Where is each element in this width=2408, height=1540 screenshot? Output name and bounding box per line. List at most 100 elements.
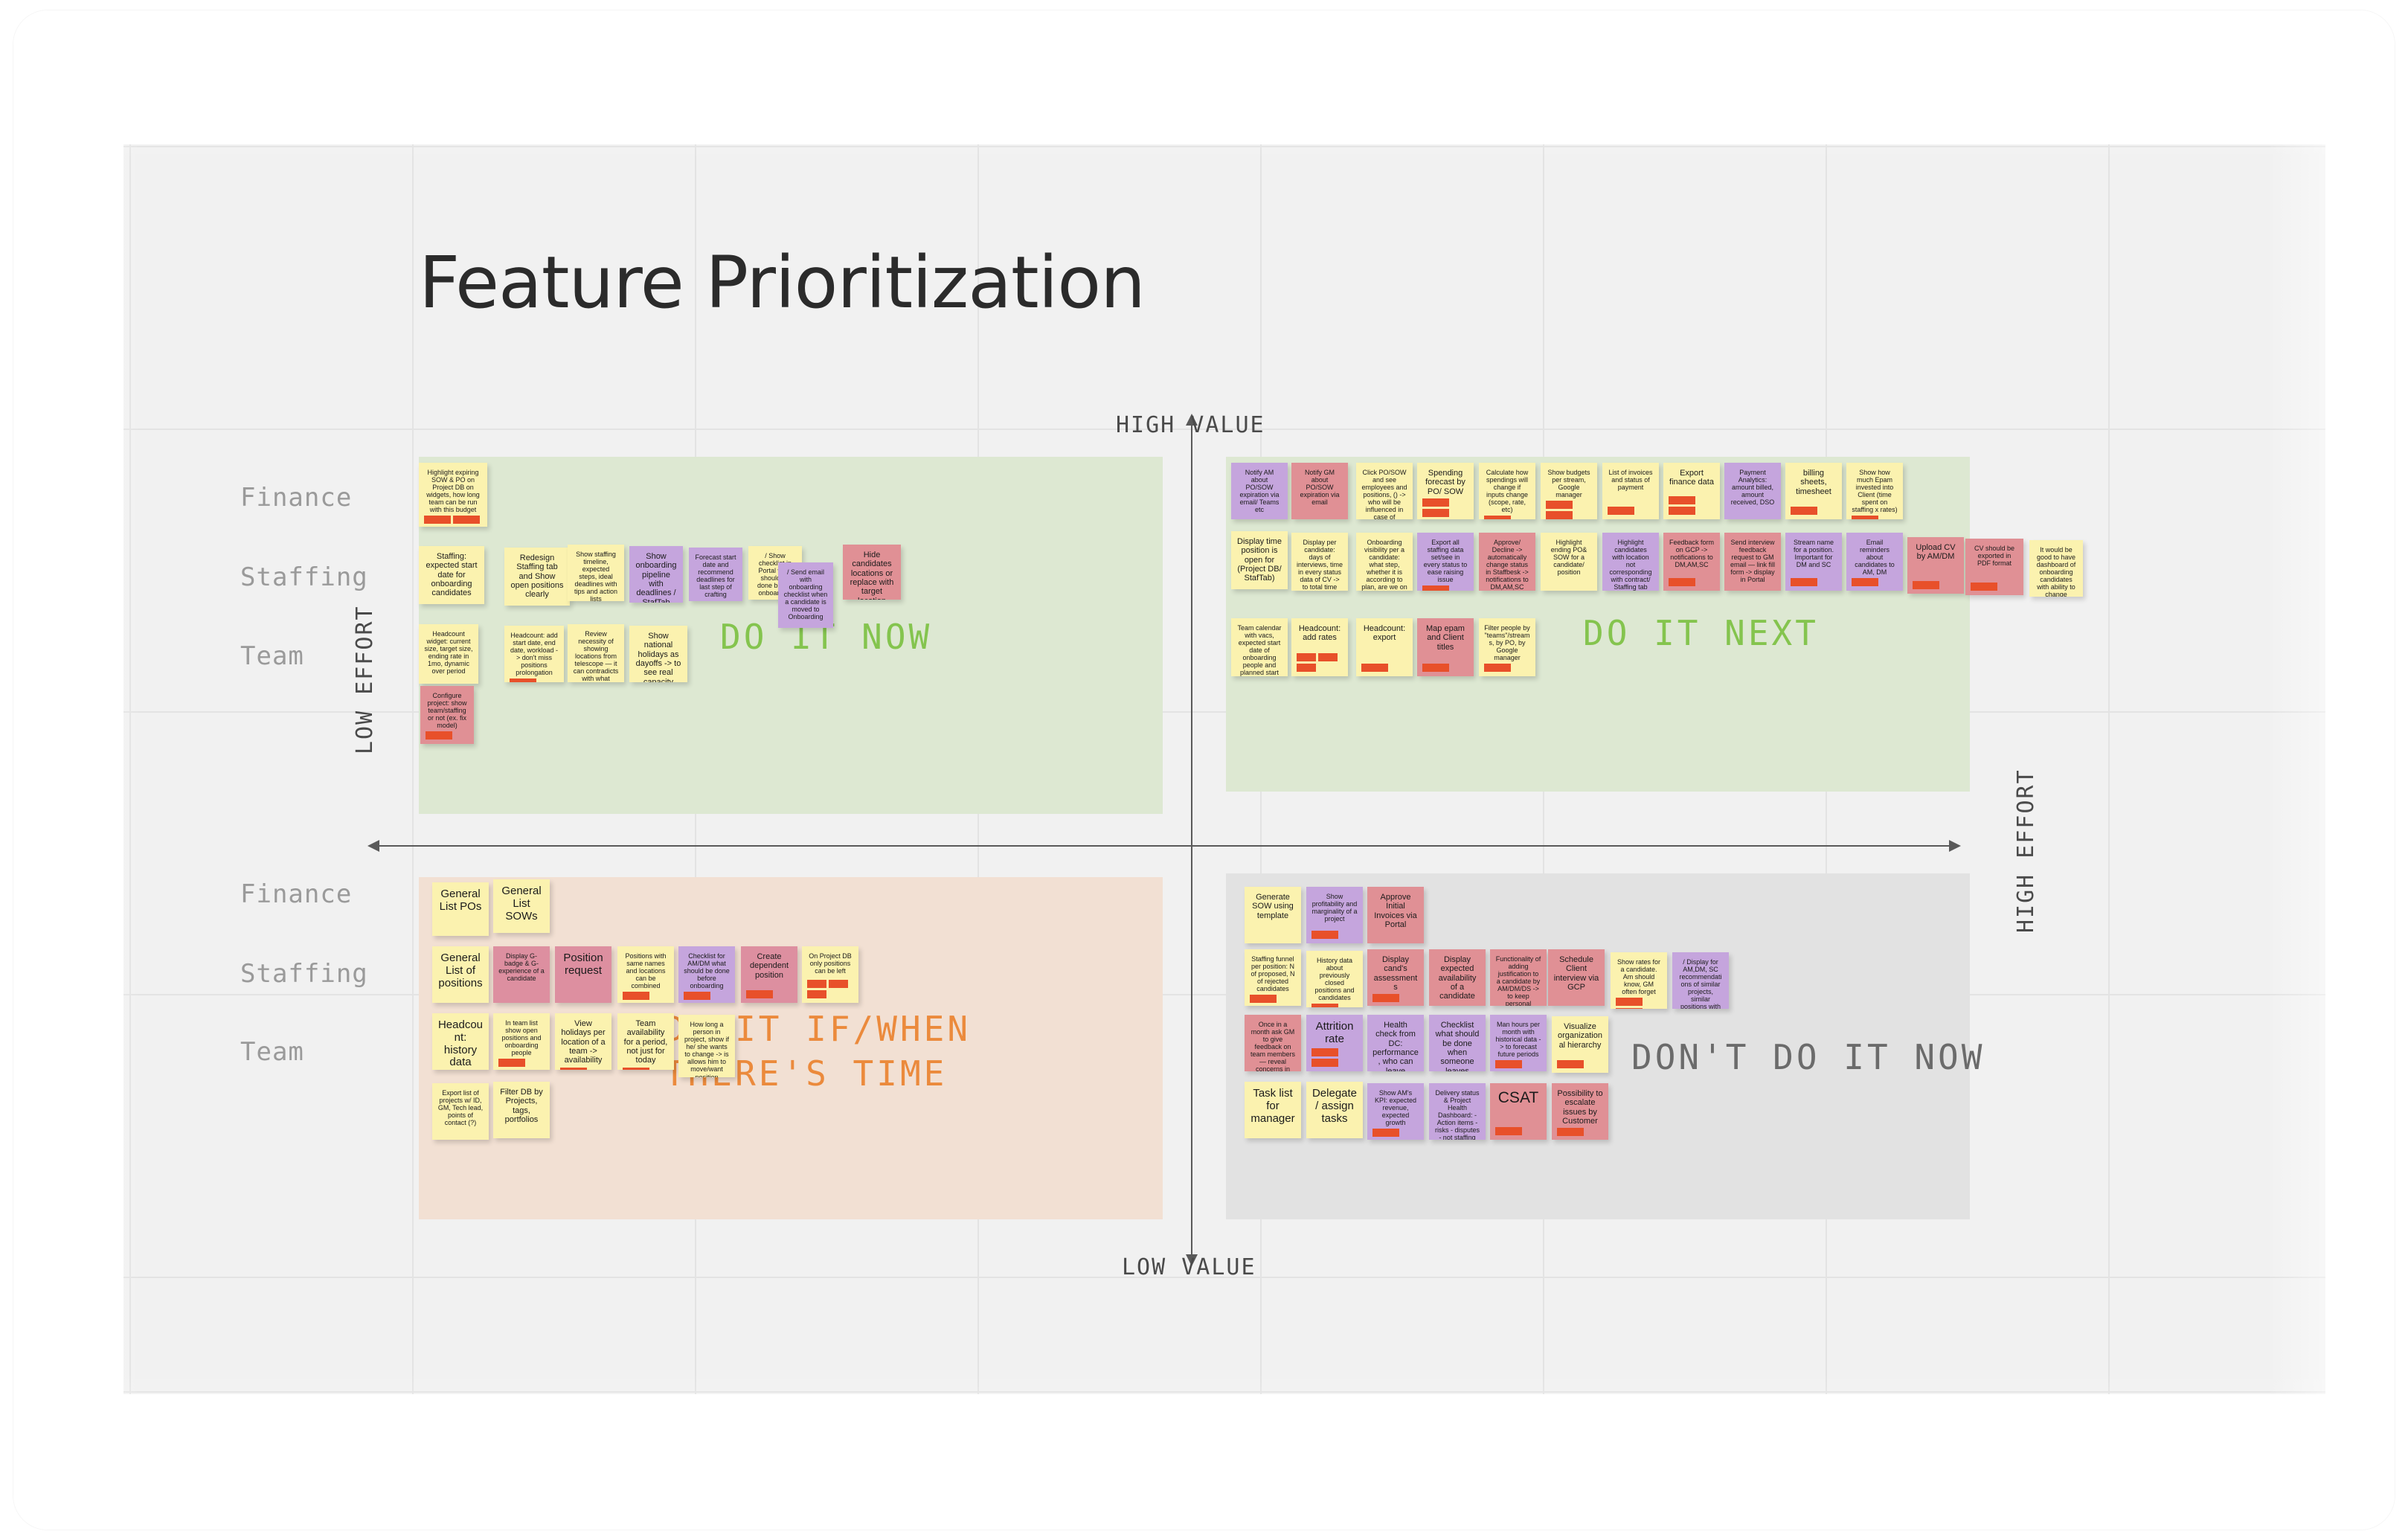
sticky-note[interactable]: Map epam and Client titles [1417,618,1474,676]
sticky-note[interactable]: Staffing funnel per position: N of propo… [1245,949,1301,1006]
vote-stickers[interactable] [1495,1058,1541,1069]
vote-stickers[interactable] [1608,504,1654,515]
vote-stickers[interactable] [1311,1046,1358,1067]
vote-sticker[interactable] [1852,578,1878,587]
vote-stickers[interactable] [1791,576,1837,586]
sticky-note[interactable]: Possibility to escalate issues by Custom… [1552,1083,1608,1140]
vote-sticker[interactable] [1669,507,1695,515]
sticky-note[interactable]: Show profitability and marginality of a … [1306,887,1363,943]
vote-stickers[interactable] [424,513,482,524]
vote-sticker[interactable] [623,992,649,1001]
vote-stickers[interactable] [1913,579,1959,589]
vote-stickers[interactable] [1852,513,1898,519]
sticky-note[interactable]: Click PO/SOW and see employees and posit… [1356,463,1413,519]
sticky-note[interactable]: Spending forecast by PO/ SOW [1417,463,1474,519]
vote-sticker[interactable] [1791,578,1817,586]
sticky-note[interactable]: General List SOWs [493,879,550,933]
sticky-note[interactable]: Checklist for AM/DM what should be done … [678,946,735,1003]
vote-sticker[interactable] [1484,664,1511,673]
sticky-note[interactable]: Payment Analytics: amount billed, amount… [1724,463,1781,519]
sticky-note[interactable]: Email reminders about candidates to AM, … [1846,533,1903,591]
sticky-note[interactable]: Calculate how spendings will change if i… [1479,463,1535,519]
vote-stickers[interactable] [1669,494,1715,515]
vote-stickers[interactable] [746,988,792,998]
sticky-note[interactable]: Man hours per month with historical data… [1490,1015,1547,1071]
vote-stickers[interactable] [1372,992,1419,1003]
sticky-note[interactable]: Attrition rate [1306,1015,1363,1071]
sticky-note[interactable]: Display per candidate: days of interview… [1291,533,1348,591]
sticky-note[interactable]: / Display for AM,DM, SC recommendations … [1672,952,1729,1009]
sticky-note[interactable]: It would be good to have dashboard of on… [2029,540,2083,597]
sticky-note[interactable]: Display cand's assessments [1367,949,1424,1006]
vote-stickers[interactable] [1484,513,1530,519]
sticky-note[interactable]: Display time position is open for (Proje… [1231,531,1288,589]
sticky-note[interactable]: Show AM's KPI: expected revenue, expecte… [1367,1083,1424,1140]
sticky-note[interactable]: Positions with same names and locations … [617,946,674,1003]
sticky-note[interactable]: How long a person in project, show if he… [678,1015,735,1077]
sticky-note[interactable]: Checklist what should be done when someo… [1429,1015,1486,1071]
vote-sticker[interactable] [426,731,452,740]
vote-sticker[interactable] [1546,501,1573,510]
vote-sticker[interactable] [829,980,848,988]
sticky-note[interactable]: Team availability for a period, not just… [617,1013,674,1070]
vote-stickers[interactable] [510,676,559,682]
vote-sticker[interactable] [1422,664,1449,672]
sticky-note[interactable]: Headcount: export [1356,618,1413,676]
vote-stickers[interactable] [426,729,469,740]
vote-stickers[interactable] [1297,651,1343,672]
vote-stickers[interactable] [1546,498,1592,519]
vote-sticker[interactable] [1422,498,1449,507]
sticky-note[interactable]: Highlight candidates with location not c… [1602,533,1659,591]
sticky-note[interactable]: Onboarding visibility per a candidate: w… [1356,533,1413,591]
vote-sticker[interactable] [623,1067,649,1070]
sticky-note[interactable]: CSAT [1490,1083,1547,1140]
vote-sticker[interactable] [453,516,480,524]
sticky-note[interactable]: Visualize organizational hierarchy [1552,1016,1608,1073]
vote-stickers[interactable] [1422,496,1468,517]
vote-sticker[interactable] [1495,1060,1522,1069]
vote-stickers[interactable] [1557,1126,1603,1137]
vote-sticker[interactable] [1422,508,1449,517]
sticky-note[interactable]: Headcount: add rates [1291,618,1348,676]
vote-sticker[interactable] [1297,664,1316,672]
sticky-note[interactable]: Delegate/ assign tasks [1306,1082,1363,1138]
sticky-note[interactable]: Position request [555,946,611,1003]
sticky-note[interactable]: Forecast start date and recommend deadli… [689,548,742,601]
vote-sticker[interactable] [1311,931,1338,939]
sticky-note[interactable]: View holidays per location of a team -> … [555,1013,611,1070]
sticky-note[interactable]: Approve Initial Invoices via Portal [1367,887,1424,943]
vote-sticker[interactable] [1318,653,1338,661]
vote-sticker[interactable] [498,1059,525,1068]
vote-sticker[interactable] [1372,1129,1399,1138]
vote-sticker[interactable] [1557,1060,1584,1068]
sticky-note[interactable]: Headcount: history data [432,1013,489,1070]
vote-stickers[interactable] [1971,580,2018,591]
sticky-note[interactable]: Show staffing timeline, expected steps, … [568,545,624,601]
sticky-note[interactable]: On Project DB only positions can be left [802,946,858,1003]
sticky-note[interactable]: Send interview feedback request to GM em… [1724,533,1781,591]
sticky-note[interactable]: Upload CV by AM/DM [1907,537,1964,594]
sticky-note[interactable]: Show how much Epam invested into Client … [1846,463,1903,519]
vote-stickers[interactable] [1557,1058,1603,1068]
vote-sticker[interactable] [1250,995,1277,1004]
sticky-note[interactable]: General List of positions [432,946,489,1003]
sticky-note[interactable]: Export all staffing data set/see in ever… [1417,533,1474,591]
vote-sticker[interactable] [807,980,826,988]
vote-stickers[interactable] [1311,928,1358,939]
vote-stickers[interactable] [1361,661,1407,672]
vote-sticker[interactable] [1616,998,1643,1007]
vote-sticker[interactable] [560,1067,587,1070]
sticky-note[interactable]: In team list show open positions and onb… [493,1013,550,1070]
sticky-note[interactable]: Filter DB by Projects, tags, portfolios [493,1082,550,1138]
sticky-note[interactable]: Hide candidates locations or replace wit… [843,545,901,600]
sticky-note[interactable]: Team calendar with vacs, expected start … [1231,618,1288,676]
sticky-note[interactable]: Functionality of adding justification to… [1490,949,1547,1006]
vote-sticker[interactable] [1546,511,1573,519]
sticky-note[interactable]: Review necessity of showing locations fr… [568,624,624,682]
sticky-note[interactable]: CV should be exported in PDF format [1965,539,2023,595]
vote-sticker[interactable] [1616,1008,1643,1009]
sticky-note[interactable]: Headcount: add start date, end date, wor… [504,626,564,682]
vote-stickers[interactable] [1422,583,1468,591]
sticky-note[interactable]: Approve/ Decline -> automatically change… [1479,533,1535,591]
vote-stickers[interactable] [1616,995,1662,1009]
